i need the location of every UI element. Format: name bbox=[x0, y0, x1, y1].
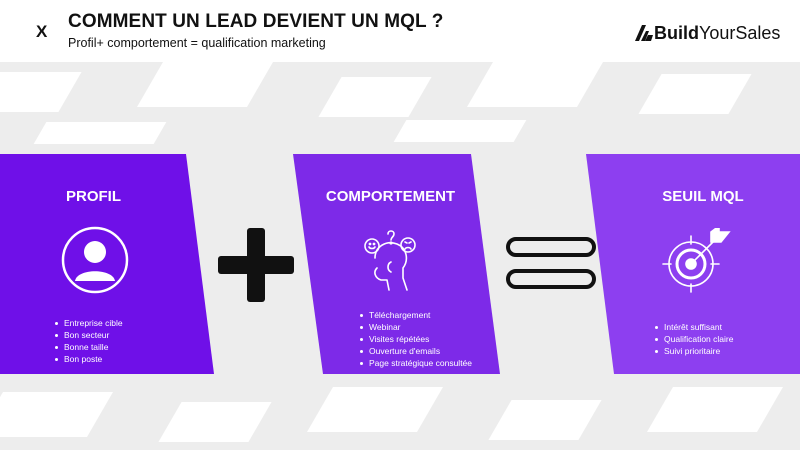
panel-comportement: COMPORTEMENT Téléchargement Webinar Visi… bbox=[293, 154, 503, 374]
page-title: COMMENT UN LEAD DEVIENT UN MQL ? bbox=[68, 11, 444, 32]
logo-text-light: YourSales bbox=[699, 22, 781, 43]
panel-seuil-mql: SEUIL MQL Intérêt suffisant Qualificatio… bbox=[586, 154, 800, 374]
equals-icon bbox=[506, 237, 596, 289]
panel-seuil-list: Intérêt suffisant Qualification claire S… bbox=[655, 321, 733, 357]
page-subtitle: Profil+ comportement = qualification mar… bbox=[68, 36, 326, 50]
list-item: Entreprise cible bbox=[55, 317, 123, 329]
panel-profil-title: PROFIL bbox=[66, 188, 121, 205]
panel-profil-shape bbox=[0, 154, 214, 374]
list-item: Suivi prioritaire bbox=[655, 345, 733, 357]
panel-comportement-list: Téléchargement Webinar Visites répétées … bbox=[360, 309, 472, 369]
list-item: Téléchargement bbox=[360, 309, 472, 321]
header: X COMMENT UN LEAD DEVIENT UN MQL ? Profi… bbox=[0, 0, 800, 62]
list-item: Bon secteur bbox=[55, 329, 123, 341]
panel-seuil-title: SEUIL MQL bbox=[662, 188, 744, 205]
list-item: Visites répétées bbox=[360, 333, 472, 345]
logo-mark-icon bbox=[635, 25, 653, 41]
plus-icon bbox=[218, 228, 294, 302]
list-item: Ouverture d'emails bbox=[360, 345, 472, 357]
list-item: Webinar bbox=[360, 321, 472, 333]
list-item: Bon poste bbox=[55, 353, 123, 365]
close-button[interactable]: X bbox=[36, 22, 48, 41]
list-item: Page stratégique consultée bbox=[360, 357, 472, 369]
panel-comportement-title: COMPORTEMENT bbox=[325, 188, 456, 205]
user-avatar-icon bbox=[61, 226, 129, 294]
panel-profil: PROFIL Entreprise cible Bon secteur Bonn… bbox=[0, 154, 215, 374]
panel-profil-list: Entreprise cible Bon secteur Bonne taill… bbox=[55, 317, 123, 365]
target-arrow-icon bbox=[662, 228, 731, 293]
panel-comportement-shape bbox=[293, 154, 500, 374]
list-item: Qualification claire bbox=[655, 333, 733, 345]
list-item: Bonne taille bbox=[55, 341, 123, 353]
thinking-head-icon bbox=[364, 230, 416, 291]
logo-text-bold: Build bbox=[654, 22, 699, 43]
list-item: Intérêt suffisant bbox=[655, 321, 733, 333]
